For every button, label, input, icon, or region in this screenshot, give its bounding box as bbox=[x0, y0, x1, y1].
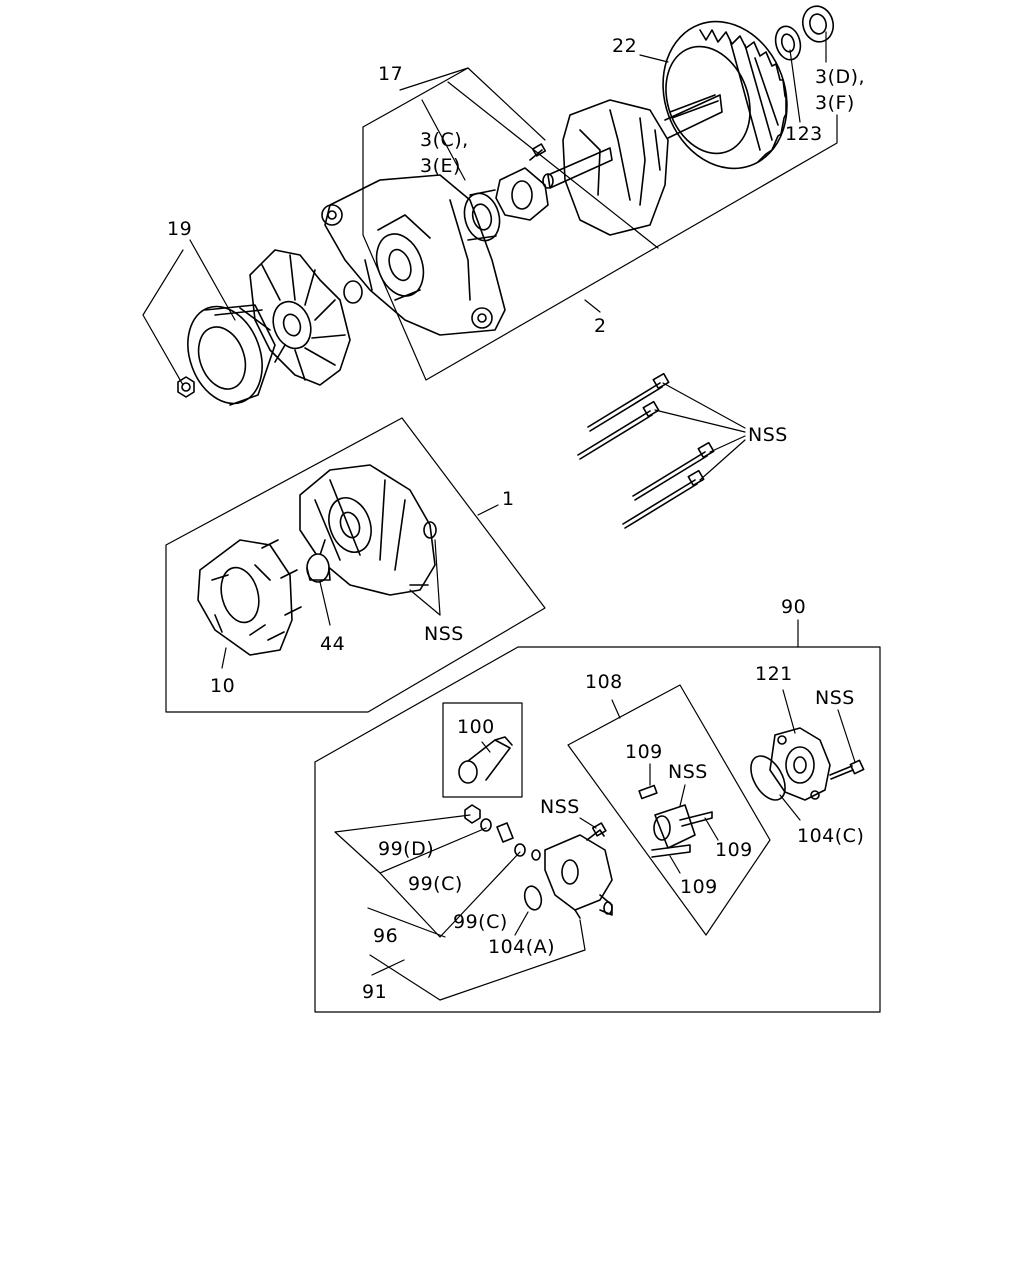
label-104a: 104(A) bbox=[488, 936, 555, 958]
screw-nss-reg bbox=[591, 822, 607, 837]
label-90: 90 bbox=[781, 596, 806, 618]
pulley bbox=[187, 304, 276, 406]
assembly-1-outline bbox=[165, 417, 546, 713]
assembly-90-outline bbox=[314, 646, 881, 1013]
retainer-plate bbox=[495, 143, 549, 221]
label-91: 91 bbox=[362, 981, 387, 1003]
label-2: 2 bbox=[594, 315, 607, 337]
label-10: 10 bbox=[210, 675, 235, 697]
leader-19 bbox=[189, 239, 236, 321]
label-99d: 99(D) bbox=[378, 838, 434, 860]
fan bbox=[249, 249, 351, 386]
leader-123 bbox=[789, 49, 801, 123]
label-99c-1: 99(C) bbox=[408, 873, 463, 895]
screw-nss-121 bbox=[829, 759, 865, 780]
rotor bbox=[542, 94, 723, 236]
label-3d: 3(D), bbox=[815, 66, 865, 88]
rear-housing bbox=[299, 464, 437, 596]
rear-housing-group bbox=[165, 417, 546, 713]
rear-cover-plate bbox=[197, 539, 302, 656]
label-nss-reg: NSS bbox=[540, 796, 580, 818]
label-22: 22 bbox=[612, 35, 637, 57]
stator bbox=[662, 20, 788, 170]
labels: 17 22 3(C), 3(E) 3(D), 3(F) 123 19 2 NSS… bbox=[167, 35, 865, 1003]
label-109-c: 109 bbox=[680, 876, 718, 898]
leader-99d bbox=[334, 814, 471, 833]
pulley-nut bbox=[177, 376, 195, 398]
label-100: 100 bbox=[457, 716, 495, 738]
label-3e: 3(E) bbox=[420, 155, 461, 177]
brush-100 bbox=[458, 736, 513, 784]
rear-bearing-123 bbox=[774, 25, 802, 61]
label-19: 19 bbox=[167, 218, 192, 240]
label-3c: 3(C), bbox=[420, 129, 469, 151]
oring-104c bbox=[750, 755, 786, 801]
regulator-91 bbox=[544, 829, 613, 919]
part-100-box bbox=[442, 702, 523, 798]
cover-121 bbox=[769, 727, 831, 801]
leader-96 bbox=[367, 907, 446, 938]
label-104c: 104(C) bbox=[797, 825, 864, 847]
rotor-assembly-group bbox=[142, 5, 838, 406]
label-123: 123 bbox=[785, 123, 823, 145]
through-bolts bbox=[577, 372, 746, 529]
leader-22 bbox=[639, 54, 669, 63]
assembly-2-outline bbox=[362, 114, 838, 381]
leader-2 bbox=[584, 299, 601, 313]
parts-99 bbox=[464, 804, 541, 861]
front-housing bbox=[321, 174, 506, 336]
pin-109-a bbox=[638, 784, 658, 800]
rear-bearing-3df bbox=[801, 5, 835, 43]
label-109-b: 109 bbox=[715, 839, 753, 861]
leader-17-b bbox=[447, 81, 659, 249]
label-96: 96 bbox=[373, 925, 398, 947]
leader-1 bbox=[477, 504, 499, 516]
label-nss-bolts: NSS bbox=[748, 424, 788, 446]
pulley-nut-hole bbox=[181, 382, 191, 392]
leader-91 bbox=[369, 919, 586, 1001]
leader-99c-2 bbox=[379, 851, 521, 938]
label-3f: 3(F) bbox=[815, 92, 855, 114]
label-1: 1 bbox=[502, 488, 515, 510]
label-nss-121: NSS bbox=[815, 687, 855, 709]
assembly-108-outline bbox=[567, 684, 771, 936]
brush-holder-108 bbox=[651, 804, 713, 858]
rear-bearing-44 bbox=[306, 553, 331, 583]
pulley-19-bracket bbox=[142, 249, 184, 386]
regulator-group bbox=[314, 619, 881, 1013]
label-nss-108: NSS bbox=[668, 761, 708, 783]
label-99c-2: 99(C) bbox=[453, 911, 508, 933]
label-121: 121 bbox=[755, 663, 793, 685]
leader-17 bbox=[399, 67, 469, 91]
label-44: 44 bbox=[320, 633, 345, 655]
label-17: 17 bbox=[378, 63, 403, 85]
spacer-ring bbox=[343, 280, 363, 304]
oring-104a bbox=[523, 885, 543, 911]
label-nss-rear: NSS bbox=[424, 623, 464, 645]
label-108: 108 bbox=[585, 671, 623, 693]
leader-3ce bbox=[421, 99, 466, 181]
front-bearing bbox=[463, 189, 501, 242]
label-109-a: 109 bbox=[625, 741, 663, 763]
